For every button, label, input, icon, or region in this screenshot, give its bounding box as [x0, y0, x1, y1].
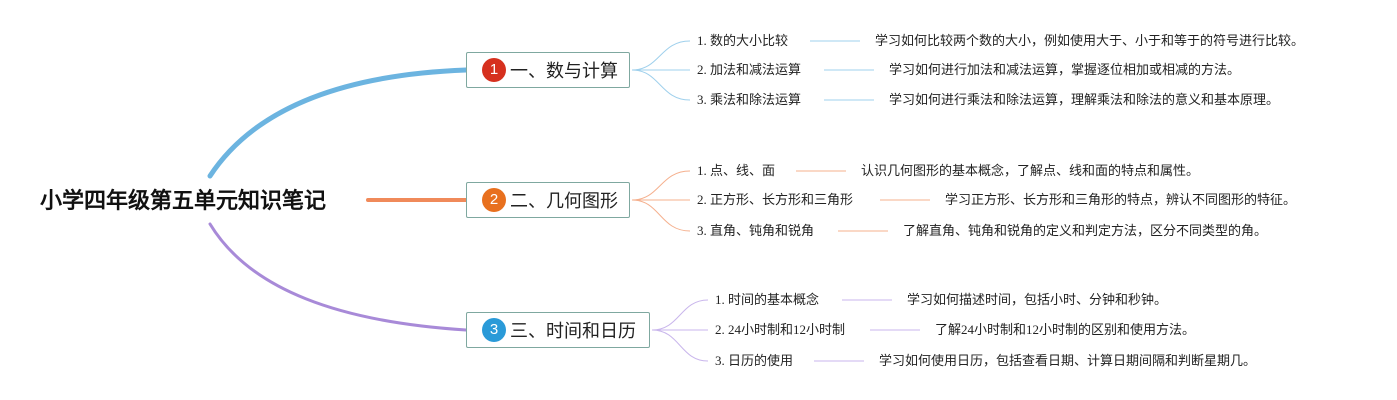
subtopic-detail[interactable]: 学习如何比较两个数的大小，例如使用大于、小于和等于的符号进行比较。 — [875, 33, 1305, 48]
branch-2-links — [631, 170, 930, 232]
subtopic-detail[interactable]: 认识几何图形的基本概念，了解点、线和面的特点和属性。 — [861, 163, 1200, 178]
subtopic-detail[interactable]: 了解直角、钝角和锐角的定义和判定方法，区分不同类型的角。 — [903, 223, 1268, 238]
subtopic-label[interactable]: 2. 24小时制和12小时制 — [715, 322, 846, 337]
branch-3-links — [651, 299, 920, 362]
number-badge-icon: 1 — [482, 58, 506, 82]
branch-1-links — [631, 40, 874, 101]
subtopic-label[interactable]: 2. 正方形、长方形和三角形 — [697, 192, 854, 207]
subtopic-label[interactable]: 3. 乘法和除法运算 — [697, 92, 802, 107]
branch-topic-1[interactable]: 1 一、数与计算 — [466, 52, 630, 88]
branch-topic-2[interactable]: 2 二、几何图形 — [466, 182, 630, 218]
branch-title: 三、时间和日历 — [510, 321, 636, 342]
subtopic-label[interactable]: 3. 直角、钝角和锐角 — [697, 223, 815, 238]
branch-title: 一、数与计算 — [510, 61, 618, 82]
subtopic-label[interactable]: 1. 时间的基本概念 — [715, 292, 820, 307]
subtopic-label[interactable]: 1. 数的大小比较 — [697, 33, 789, 48]
subtopic-label[interactable]: 2. 加法和减法运算 — [697, 62, 802, 77]
subtopic-detail[interactable]: 学习如何使用日历，包括查看日期、计算日期间隔和判断星期几。 — [879, 353, 1257, 368]
subtopic-detail[interactable]: 学习正方形、长方形和三角形的特点，辨认不同图形的特征。 — [945, 192, 1297, 207]
subtopic-detail[interactable]: 了解24小时制和12小时制的区别和使用方法。 — [935, 322, 1196, 337]
subtopic-detail[interactable]: 学习如何描述时间，包括小时、分钟和秒钟。 — [907, 292, 1168, 307]
number-badge-icon: 2 — [482, 188, 506, 212]
branch-topic-3[interactable]: 3 三、时间和日历 — [466, 312, 650, 348]
branch-title: 二、几何图形 — [510, 191, 618, 212]
subtopic-detail[interactable]: 学习如何进行乘法和除法运算，理解乘法和除法的意义和基本原理。 — [889, 92, 1280, 107]
number-badge-icon: 3 — [482, 318, 506, 342]
subtopic-label[interactable]: 3. 日历的使用 — [715, 353, 794, 368]
root-link-1 — [207, 67, 469, 179]
subtopic-label[interactable]: 1. 点、线、面 — [697, 163, 776, 178]
root-topic[interactable]: 小学四年级第五单元知识笔记 — [40, 189, 327, 214]
subtopic-detail[interactable]: 学习如何进行加法和减法运算，掌握逐位相加或相减的方法。 — [889, 62, 1241, 77]
root-link-3 — [208, 222, 468, 332]
